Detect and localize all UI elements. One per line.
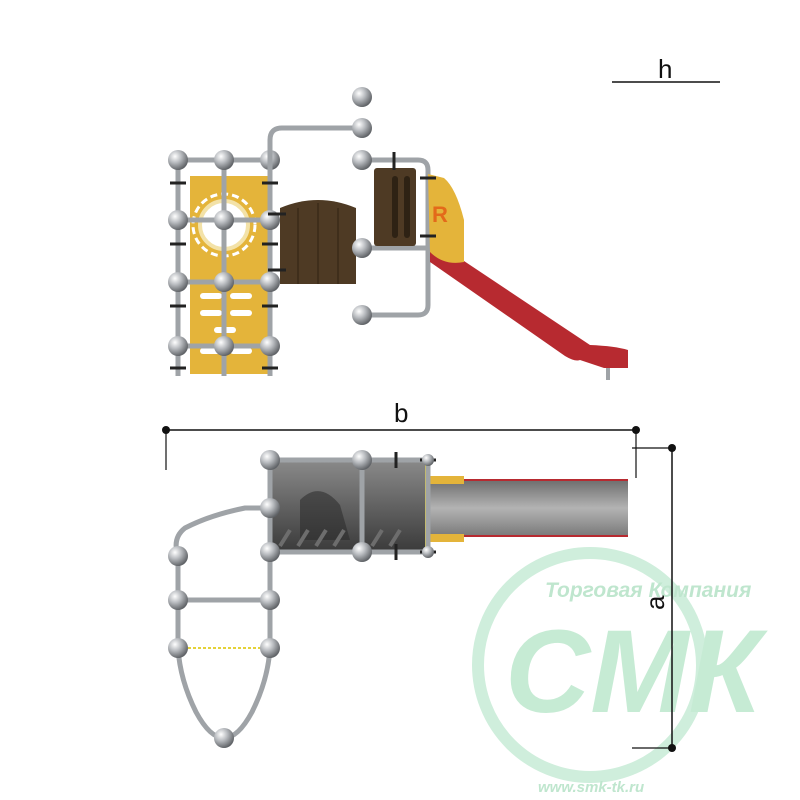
deck-stripe (332, 528, 346, 548)
top-ball (168, 590, 188, 610)
net-ball (214, 210, 234, 230)
net-ball (214, 336, 234, 356)
climbing-hold (230, 310, 252, 316)
slide-hood (428, 174, 464, 263)
watermark-company: Торговая Компания (545, 579, 751, 602)
net-ball (168, 210, 188, 230)
panel-slot (392, 176, 398, 238)
height-dimension: h (612, 54, 720, 84)
post-ball (352, 305, 372, 325)
top-ball (214, 728, 234, 748)
net-ball (168, 336, 188, 356)
dimension-endpoint (668, 744, 676, 752)
top-ball (260, 498, 280, 518)
climbing-hold (230, 348, 252, 354)
watermark-url: www.smk-tk.ru (538, 779, 644, 796)
width-dimension: b (162, 398, 640, 478)
panel-slot (404, 176, 410, 238)
slide-top (428, 480, 628, 536)
top-ball (168, 638, 188, 658)
slide-logo: R (432, 202, 448, 227)
handrail-pipe (267, 125, 362, 175)
climbing-wall (168, 150, 280, 376)
side-view: R (168, 87, 628, 380)
net-ball (168, 150, 188, 170)
deck-shadow (300, 491, 350, 540)
tower-post (352, 87, 431, 378)
climbing-hold (200, 293, 222, 299)
slide-chute (430, 240, 628, 368)
net-ball (214, 150, 234, 170)
net-ball (214, 272, 234, 292)
top-ball (260, 638, 280, 658)
deck-stripe (370, 528, 384, 548)
post-ball (352, 238, 372, 258)
dimension-endpoint (162, 426, 170, 434)
net-ball (260, 336, 280, 356)
post-ball (352, 87, 372, 107)
top-ball (352, 450, 372, 470)
top-ball (168, 546, 188, 566)
post-ball (352, 150, 372, 170)
top-ball (260, 542, 280, 562)
top-ball (260, 590, 280, 610)
dimension-endpoint (668, 444, 676, 452)
top-ball (422, 454, 434, 466)
top-view (168, 450, 628, 748)
climbing-hold (200, 310, 222, 316)
net-ball (168, 272, 188, 292)
depth-dimension: a (632, 444, 676, 752)
height-dimension-label: h (658, 54, 672, 84)
watermark-ring (472, 547, 708, 783)
climbing-hold (230, 293, 252, 299)
deck-stripe (388, 528, 402, 548)
top-ball (352, 542, 372, 562)
slide-hood-top (428, 476, 464, 484)
depth-dimension-label: a (640, 595, 670, 610)
deck-stripe (296, 528, 310, 548)
width-dimension-label: b (394, 398, 408, 428)
slide-hood-top (428, 534, 464, 542)
top-ball (422, 546, 434, 558)
deck-stripe (314, 528, 328, 548)
post-ball (352, 118, 372, 138)
top-ball (260, 450, 280, 470)
watermark: Торговая Компания СМК www.smk-tk.ru (472, 547, 769, 796)
slide-side: R (420, 174, 628, 380)
dimension-endpoint (632, 426, 640, 434)
deck-stripe (278, 528, 292, 548)
tower-panel (374, 152, 416, 246)
net-ball (260, 272, 280, 292)
watermark-logo: СМК (505, 606, 769, 738)
